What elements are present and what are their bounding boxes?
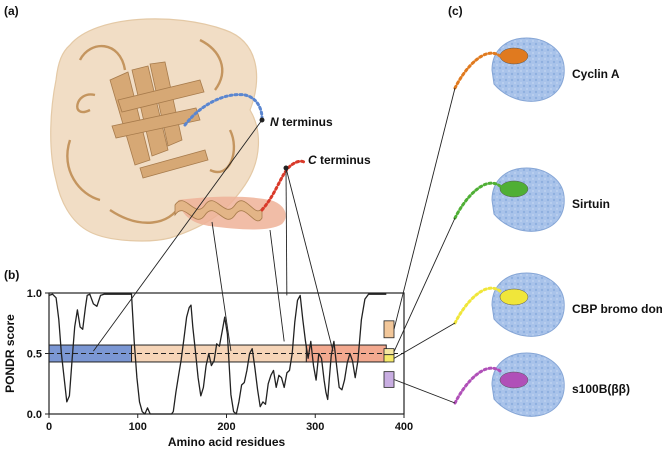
peptide-linker-3 (453, 366, 502, 405)
pondr-score-line (48, 293, 387, 415)
y-tick-label-0: 0.0 (27, 409, 42, 421)
connector-line-2 (269, 229, 285, 342)
bound-peptide-1 (499, 180, 529, 198)
complex-label-0: Cyclin A (572, 67, 620, 81)
x-tick-label-0: 0 (46, 421, 52, 433)
complex-leader-3 (393, 379, 456, 404)
c-terminus-label: C terminus (308, 153, 371, 167)
connector-line-4 (285, 167, 288, 296)
complex-label-3: s100B(ββ) (572, 382, 630, 396)
connector-line-0 (93, 119, 263, 352)
protein-surface-blob-0 (491, 37, 565, 102)
complex-label-2: CBP bromo domain (572, 302, 662, 316)
bound-peptide-3 (499, 371, 529, 389)
connector-line-3 (285, 167, 334, 352)
panel-b-label: (b) (4, 268, 19, 282)
x-tick-label-3: 300 (306, 421, 324, 433)
folded-protein-structure (50, 18, 286, 242)
protein-surface-blob-2 (491, 272, 565, 337)
n-terminus-label: N terminus (270, 115, 333, 129)
protein-surface-blob-3 (491, 352, 565, 417)
x-tick-label-4: 400 (395, 421, 413, 433)
x-tick-label-1: 100 (129, 421, 147, 433)
panel-c-label: (c) (448, 4, 463, 18)
peptide-linker-0 (453, 51, 502, 90)
x-axis-label: Amino acid residues (168, 435, 286, 449)
helix-ribbon (174, 200, 263, 222)
peptide-linker-1 (453, 181, 502, 220)
x-tick-label-2: 200 (217, 421, 235, 433)
complex-leader-1 (393, 217, 456, 352)
complex-label-1: Sirtuin (572, 197, 610, 211)
y-axis-label: PONDR score (3, 314, 17, 393)
complex-bar-1 (383, 348, 395, 356)
complex-leader-0 (393, 87, 456, 330)
complex-bar-2 (383, 354, 395, 363)
connector-line-1 (211, 221, 232, 352)
loop-coils (66, 38, 236, 224)
protein-surface-blob-1 (491, 167, 565, 232)
bound-peptide-2 (499, 288, 529, 306)
complex-bar-0 (383, 320, 395, 339)
bound-peptide-0 (499, 47, 529, 65)
y-tick-label-1: 0.5 (27, 349, 42, 361)
peptide-linker-2 (453, 286, 502, 325)
complex-bar-3 (383, 371, 395, 388)
c-terminus-dotted-tail (260, 159, 306, 212)
complex-leader-2 (393, 322, 456, 359)
panel-a-label: (a) (4, 4, 19, 18)
y-tick-label-2: 1.0 (27, 288, 42, 300)
beta-sheet-ribbons (109, 61, 209, 179)
n-terminus-dotted-tail (183, 93, 264, 127)
